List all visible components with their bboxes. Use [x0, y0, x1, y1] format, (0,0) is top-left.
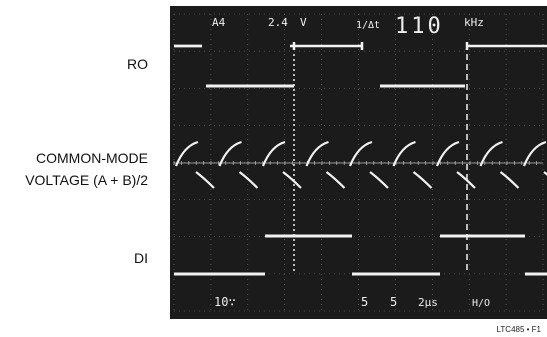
screen-background [170, 6, 547, 319]
timebase-readout: 2μs [418, 296, 438, 309]
volt-unit-readout: V [300, 16, 307, 29]
oscilloscope-screen: A4 2.4 V 1/Δt 110 kHz 10∵ 5 5 2μs H/O [170, 6, 547, 319]
di-label: DI [134, 250, 148, 266]
frequency-unit-readout: kHz [464, 16, 484, 29]
volts-readout: 2.4 [268, 16, 288, 29]
di-trace [174, 234, 547, 276]
common-mode-label-line2: VOLTAGE (A + B)/2 [25, 172, 148, 188]
common-mode-label-line1: COMMON-MODE [36, 150, 148, 166]
ro-label: RO [127, 56, 148, 72]
frequency-readout: 110 [395, 14, 444, 39]
channel1-readout: 5 [361, 295, 368, 309]
channel-readout: A4 [212, 16, 226, 29]
delta-t-readout: 1/Δt [356, 20, 380, 31]
mode-readout: H/O [472, 298, 490, 309]
common-mode-trace [174, 140, 547, 189]
channel2-readout: 5 [390, 295, 397, 309]
volts-per-div-readout: 10∵ [214, 295, 236, 309]
figure-id: LTC485 • F1 [496, 325, 541, 334]
cursor-marker-segments [174, 42, 547, 50]
